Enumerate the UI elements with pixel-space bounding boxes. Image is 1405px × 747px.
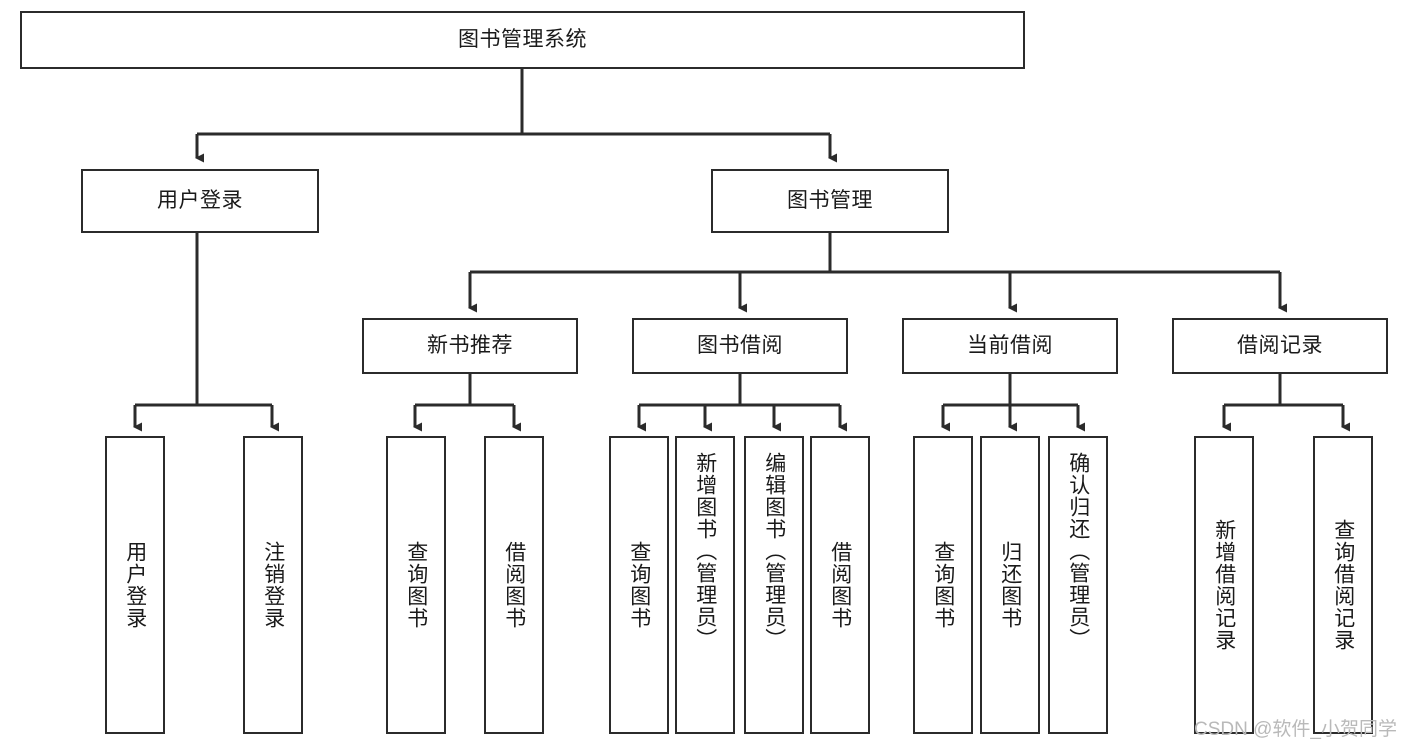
node-leaf-query-book-2-label: 查询图书 (627, 541, 651, 629)
node-root[interactable]: 图书管理系统 (20, 11, 1025, 69)
node-leaf-query-book-3-label: 查询图书 (931, 541, 955, 629)
node-leaf-borrow-book-2[interactable]: 借阅图书 (810, 436, 870, 734)
node-leaf-logout-login[interactable]: 注销登录 (243, 436, 303, 734)
node-leaf-confirm-return-label: 确认归还（管理员） (1066, 452, 1090, 650)
node-user-login-label: 用户登录 (157, 188, 243, 212)
watermark-text: CSDN @软件_小贺同学 (1194, 719, 1397, 740)
node-leaf-borrow-book-1[interactable]: 借阅图书 (484, 436, 544, 734)
node-leaf-add-record-label: 新增借阅记录 (1212, 519, 1236, 651)
node-leaf-query-book-1[interactable]: 查询图书 (386, 436, 446, 734)
node-root-label: 图书管理系统 (458, 27, 587, 51)
node-current-borrow[interactable]: 当前借阅 (902, 318, 1118, 374)
node-leaf-add-book-label: 新增图书（管理员） (693, 452, 717, 650)
node-book-borrow[interactable]: 图书借阅 (632, 318, 848, 374)
node-leaf-return-book[interactable]: 归还图书 (980, 436, 1040, 734)
node-leaf-logout-login-label: 注销登录 (261, 541, 285, 629)
node-leaf-query-book-3[interactable]: 查询图书 (913, 436, 973, 734)
node-book-borrow-label: 图书借阅 (697, 333, 783, 357)
node-leaf-add-book[interactable]: 新增图书（管理员） (675, 436, 735, 734)
node-leaf-return-book-label: 归还图书 (998, 541, 1022, 629)
node-current-borrow-label: 当前借阅 (967, 333, 1053, 357)
node-leaf-borrow-book-1-label: 借阅图书 (502, 541, 526, 629)
node-leaf-query-book-2[interactable]: 查询图书 (609, 436, 669, 734)
node-borrow-record[interactable]: 借阅记录 (1172, 318, 1388, 374)
node-book-manage-label: 图书管理 (787, 188, 873, 212)
node-leaf-user-login[interactable]: 用户登录 (105, 436, 165, 734)
node-new-book-rec-label: 新书推荐 (427, 333, 513, 357)
node-leaf-query-record-label: 查询借阅记录 (1331, 519, 1355, 651)
node-leaf-edit-book[interactable]: 编辑图书（管理员） (744, 436, 804, 734)
node-leaf-query-book-1-label: 查询图书 (404, 541, 428, 629)
node-borrow-record-label: 借阅记录 (1237, 333, 1323, 357)
node-leaf-borrow-book-2-label: 借阅图书 (828, 541, 852, 629)
node-leaf-query-record[interactable]: 查询借阅记录 (1313, 436, 1373, 734)
node-leaf-add-record[interactable]: 新增借阅记录 (1194, 436, 1254, 734)
node-book-manage[interactable]: 图书管理 (711, 169, 949, 233)
node-user-login[interactable]: 用户登录 (81, 169, 319, 233)
node-new-book-rec[interactable]: 新书推荐 (362, 318, 578, 374)
node-leaf-confirm-return[interactable]: 确认归还（管理员） (1048, 436, 1108, 734)
node-leaf-edit-book-label: 编辑图书（管理员） (762, 452, 786, 650)
node-leaf-user-login-label: 用户登录 (123, 541, 147, 629)
